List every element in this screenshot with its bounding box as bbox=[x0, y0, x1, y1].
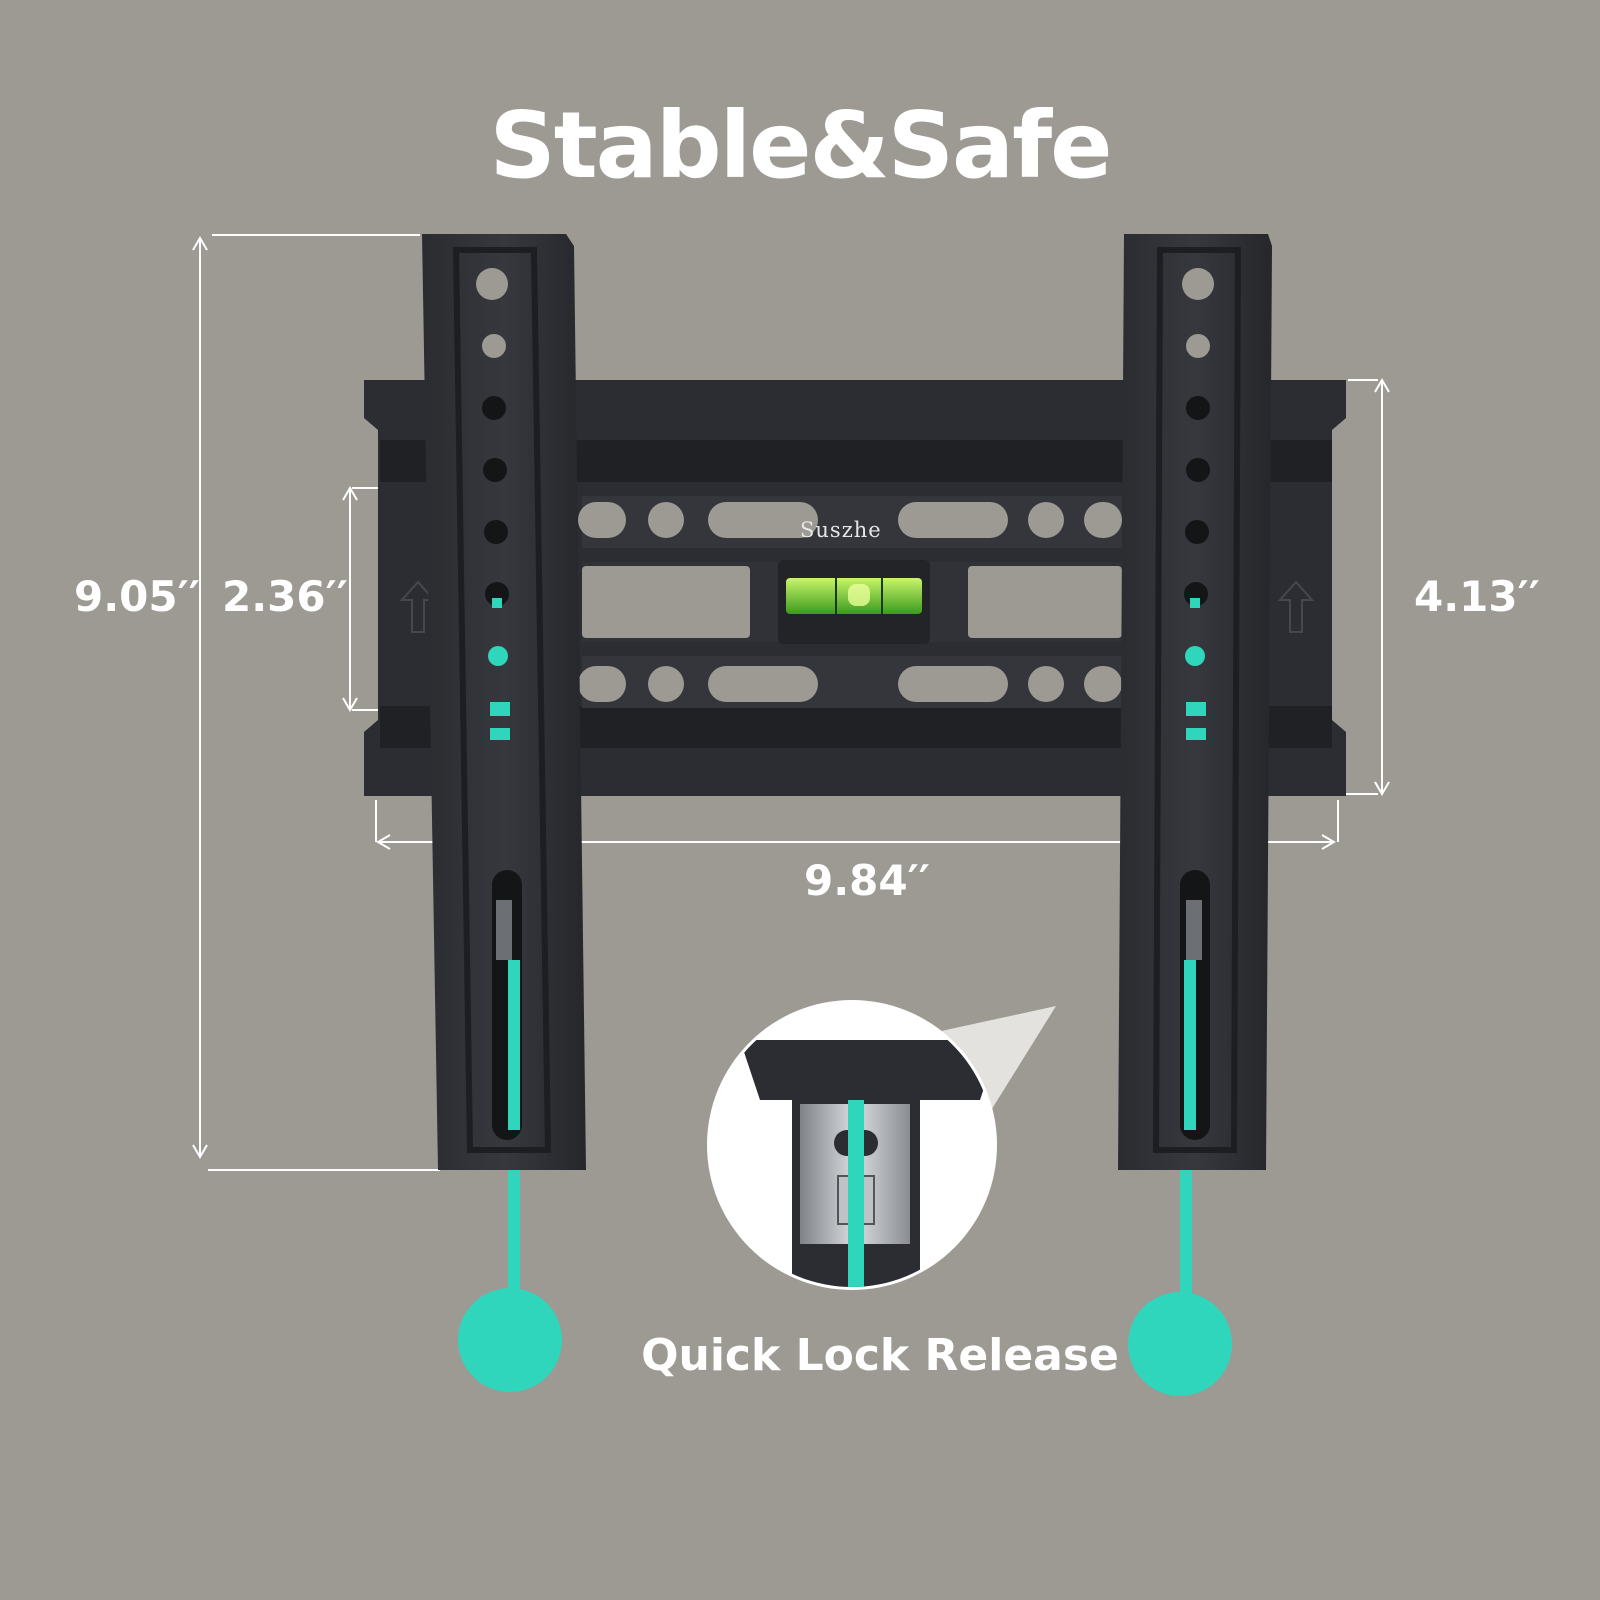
quick-lock-release-caption: Quick Lock Release bbox=[641, 1330, 1119, 1381]
dimension-label-rail-height: 4.13′′ bbox=[1414, 572, 1540, 621]
bubble-level bbox=[778, 560, 930, 644]
headline-title: Stable&Safe bbox=[489, 92, 1112, 199]
left-mounting-arm bbox=[422, 234, 586, 1170]
dimension-label-vesa-vertical: 2.36′′ bbox=[222, 572, 348, 621]
quick-lock-zoom-callout bbox=[707, 1000, 1056, 1290]
dimension-label-height-total: 9.05′′ bbox=[74, 572, 200, 621]
brand-logo-text: Suszhe bbox=[800, 518, 882, 542]
release-cord-left bbox=[458, 1170, 562, 1392]
plate-holes bbox=[578, 502, 1122, 702]
release-cord-right bbox=[1128, 1170, 1232, 1396]
right-mounting-arm bbox=[1118, 234, 1272, 1170]
dimension-label-width-total: 9.84′′ bbox=[804, 856, 930, 905]
